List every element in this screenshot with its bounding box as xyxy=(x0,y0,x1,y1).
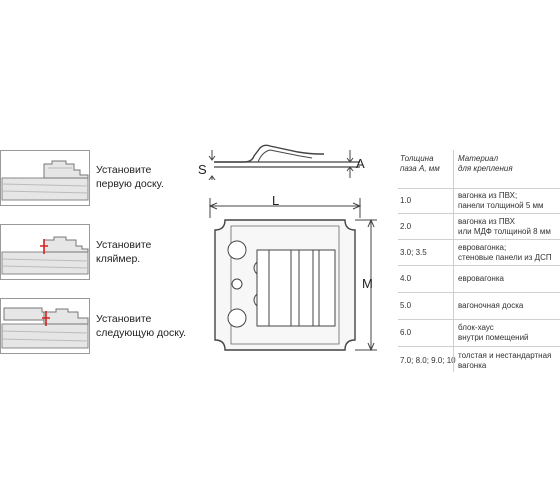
row-material: евровагонка; стеновые панели из ДСП xyxy=(458,242,552,262)
step-1-illustration xyxy=(0,150,90,206)
row-material: вагонка из ПВХ или МДФ толщиной 8 мм xyxy=(458,216,551,236)
clip-top-view xyxy=(195,190,390,370)
dimension-a-label: A xyxy=(356,156,365,171)
table-row: 6.0 блок-хаус внутри помещений xyxy=(398,319,560,346)
row-thickness: 3.0; 3.5 xyxy=(400,247,427,257)
specs-table: Толщина паза А, мм Материал для креплени… xyxy=(398,150,560,375)
dimension-l-label: L xyxy=(272,193,280,208)
header-thickness: Толщина паза А, мм xyxy=(400,154,440,173)
step-2-text: Установите кляймер. xyxy=(96,239,152,265)
row-thickness: 1.0 xyxy=(400,196,412,205)
row-thickness: 5.0 xyxy=(400,301,412,310)
table-divider xyxy=(453,150,454,372)
row-thickness: 7.0; 8.0; 9.0; 10 xyxy=(400,356,456,365)
row-material: евровагонка xyxy=(458,274,504,283)
row-material: блок-хаус внутри помещений xyxy=(458,323,529,342)
row-thickness: 6.0 xyxy=(400,328,412,337)
table-row: 4.0 евровагонка xyxy=(398,265,560,292)
clip-side-profile xyxy=(200,140,380,181)
step-1-text: Установите первую доску. xyxy=(96,164,164,190)
row-material: вагоночная доска xyxy=(458,301,524,310)
table-row: 1.0 вагонка из ПВХ; панели толщиной 5 мм xyxy=(398,188,560,213)
row-thickness: 4.0 xyxy=(400,274,412,283)
dimension-m-label: M xyxy=(362,276,373,291)
table-row: 7.0; 8.0; 9.0; 10 толстая и нестандартна… xyxy=(398,346,560,375)
table-header: Толщина паза А, мм Материал для креплени… xyxy=(398,150,560,188)
table-row: 3.0; 3.5 евровагонка; стеновые панели из… xyxy=(398,239,560,265)
row-material: толстая и нестандартная вагонка xyxy=(458,351,552,370)
table-row: 2.0 вагонка из ПВХ или МДФ толщиной 8 мм xyxy=(398,213,560,239)
row-material: вагонка из ПВХ; панели толщиной 5 мм xyxy=(458,191,544,210)
header-material: Материал для крепления xyxy=(458,154,513,173)
dimension-s-label: S xyxy=(198,162,207,177)
row-thickness: 2.0 xyxy=(400,221,412,231)
step-3-illustration xyxy=(0,298,90,354)
step-3-text: Установите следующую доску. xyxy=(96,313,187,339)
step-2-illustration xyxy=(0,224,90,280)
table-row: 5.0 вагоночная доска xyxy=(398,292,560,319)
